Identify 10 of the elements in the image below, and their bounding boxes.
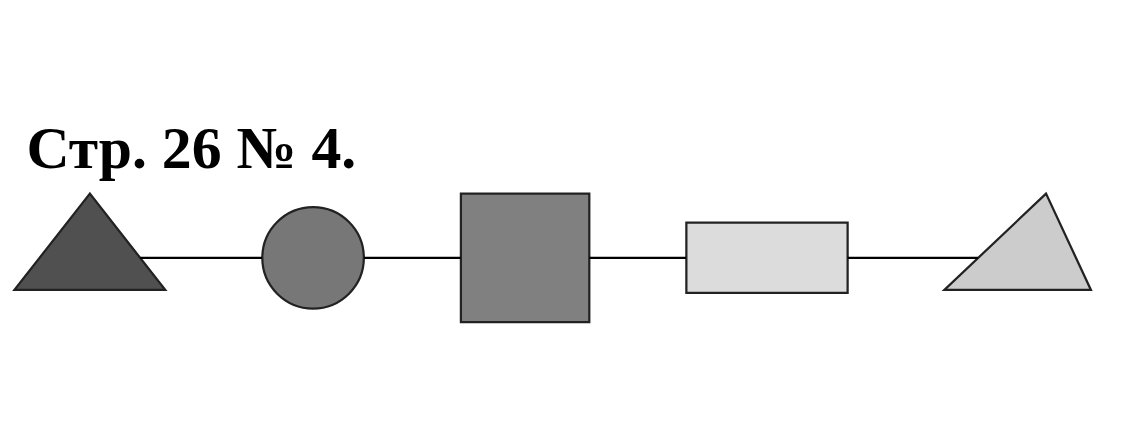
connector <box>847 256 979 259</box>
node-rectangle <box>685 221 849 295</box>
node-triangle <box>941 191 1093 292</box>
connector <box>140 256 263 259</box>
connector <box>364 256 461 259</box>
connector <box>589 256 686 259</box>
node-circle <box>261 205 365 310</box>
node-square <box>459 192 591 324</box>
diagram-title: Стр. 26 № 4. <box>26 115 357 182</box>
node-triangle <box>12 191 168 292</box>
